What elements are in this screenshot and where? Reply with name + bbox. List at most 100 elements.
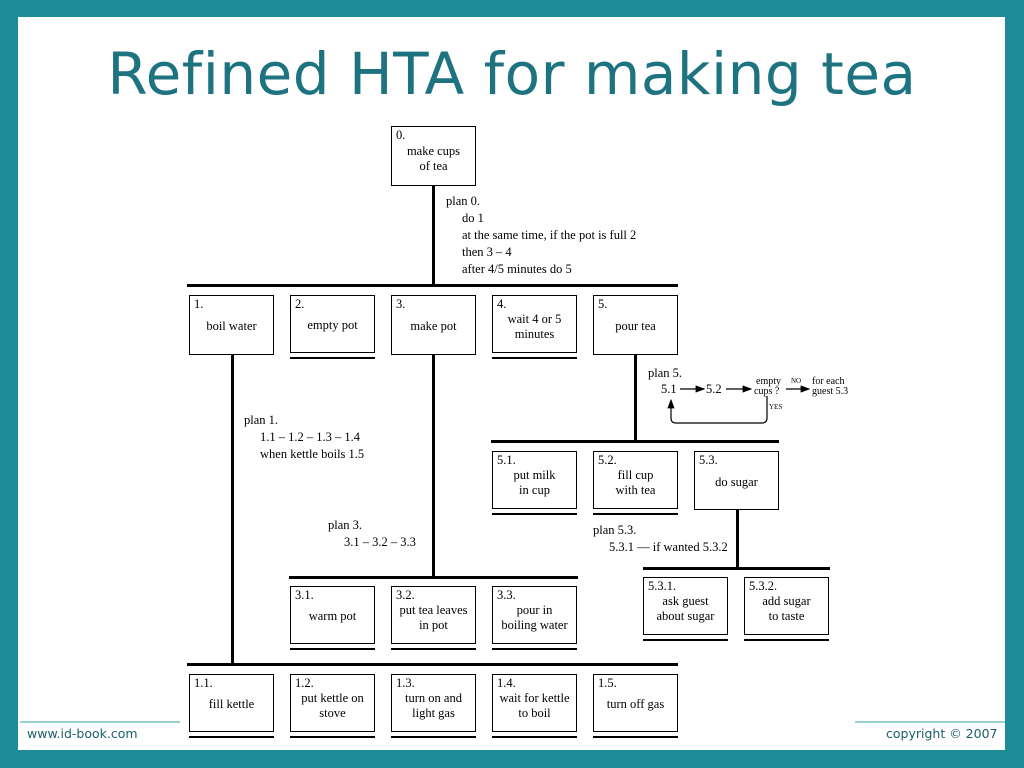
task-number: 5.3.1. bbox=[648, 579, 677, 593]
leaf-marker bbox=[492, 357, 577, 359]
task-box-1: 1. boil water bbox=[189, 295, 274, 355]
task-label: make cups of tea bbox=[406, 144, 461, 173]
task-box-5-3-1: 5.3.1. ask guest about sugar bbox=[643, 577, 728, 635]
plan-5-no: NO bbox=[791, 377, 802, 385]
footer-url[interactable]: www.id-book.com bbox=[27, 726, 138, 741]
plan-5-yes: YES bbox=[769, 403, 783, 411]
task-number: 5.3. bbox=[699, 453, 718, 467]
task-box-1-1: 1.1. fill kettle bbox=[189, 674, 274, 732]
task-label: empty pot bbox=[307, 318, 358, 332]
task-box-1-4: 1.4. wait for kettle to boil bbox=[492, 674, 577, 732]
leaf-marker bbox=[643, 639, 728, 641]
leaf-marker bbox=[391, 736, 476, 738]
task-number: 3. bbox=[396, 297, 406, 311]
leaf-marker bbox=[593, 513, 678, 515]
task-number: 5.1. bbox=[497, 453, 516, 467]
level3-bar-53 bbox=[643, 567, 830, 570]
task-label: do sugar bbox=[715, 474, 758, 489]
task-box-3-3: 3.3. pour in boiling water bbox=[492, 586, 577, 644]
footer-divider bbox=[855, 721, 1005, 723]
task-box-3: 3. make pot bbox=[391, 295, 476, 355]
task-box-0: 0. make cups of tea bbox=[391, 126, 476, 186]
task-number: 4. bbox=[497, 297, 507, 311]
level2-bar-3 bbox=[289, 576, 578, 579]
task-box-5-1: 5.1. put milk in cup bbox=[492, 451, 577, 509]
task-number: 2. bbox=[295, 297, 305, 311]
plan-1: plan 1. 1.1 – 1.2 – 1.3 – 1.4 when kettl… bbox=[244, 412, 364, 463]
task-label: pour in boiling water bbox=[501, 603, 568, 632]
footer-copyright: copyright © 2007 bbox=[886, 726, 998, 741]
level1-bar bbox=[187, 284, 678, 287]
task-number: 3.2. bbox=[396, 588, 415, 602]
plan-3: plan 3. 3.1 – 3.2 – 3.3 bbox=[328, 517, 416, 551]
task-number: 1.5. bbox=[598, 676, 617, 690]
task-label: put tea leaves in pot bbox=[399, 603, 468, 632]
plan-line: 3.1 – 3.2 – 3.3 bbox=[344, 535, 416, 549]
task-label: put milk in cup bbox=[513, 468, 556, 497]
task-number: 1.2. bbox=[295, 676, 314, 690]
task-label: pour tea bbox=[615, 319, 656, 333]
leaf-marker bbox=[744, 639, 829, 641]
task-number: 5.3.2. bbox=[749, 579, 778, 593]
task-number: 1.4. bbox=[497, 676, 516, 690]
task-box-3-1: 3.1. warm pot bbox=[290, 586, 375, 644]
leaf-marker bbox=[492, 513, 577, 515]
task-box-4: 4. wait 4 or 5 minutes bbox=[492, 295, 577, 353]
task-label: fill kettle bbox=[208, 697, 255, 711]
plan-5-end-2: guest 5.3 bbox=[812, 386, 849, 397]
leaf-marker bbox=[593, 736, 678, 738]
task-label: make pot bbox=[410, 319, 457, 333]
plan-line: when kettle boils 1.5 bbox=[260, 447, 365, 461]
plan-5-title: plan 5. bbox=[648, 366, 683, 380]
task-label: turn off gas bbox=[606, 697, 665, 711]
level2-bar-1 bbox=[187, 663, 678, 666]
task-number: 3.1. bbox=[295, 588, 314, 602]
task-box-5: 5. pour tea bbox=[593, 295, 678, 355]
task-label: turn on and light gas bbox=[405, 691, 462, 720]
connector-line bbox=[432, 185, 435, 287]
leaf-marker bbox=[492, 736, 577, 738]
task-box-2: 2. empty pot bbox=[290, 295, 375, 353]
task-number: 0. bbox=[396, 128, 406, 142]
task-box-5-3: 5.3. do sugar bbox=[694, 451, 779, 510]
plan-line: do 1 bbox=[462, 211, 484, 225]
plan-line: after 4/5 minutes do 5 bbox=[462, 262, 572, 276]
task-box-3-2: 3.2. put tea leaves in pot bbox=[391, 586, 476, 644]
connector-line bbox=[736, 509, 739, 569]
task-label: put kettle on stove bbox=[301, 691, 364, 720]
level2-bar-5 bbox=[491, 440, 779, 443]
plan-title: plan 1. bbox=[244, 413, 279, 427]
plan-0: plan 0. do 1 at the same time, if the po… bbox=[446, 193, 636, 278]
plan-title: plan 5.3. bbox=[593, 523, 637, 537]
leaf-marker bbox=[492, 648, 577, 650]
task-box-1-5: 1.5. turn off gas bbox=[593, 674, 678, 732]
plan-5-end-1: for each bbox=[812, 376, 845, 387]
task-box-5-3-2: 5.3.2. add sugar to taste bbox=[744, 577, 829, 635]
plan-line: at the same time, if the pot is full 2 bbox=[462, 228, 637, 242]
plan-5-question-1: empty bbox=[756, 376, 781, 387]
leaf-marker bbox=[290, 357, 375, 359]
plan-line: 1.1 – 1.2 – 1.3 – 1.4 bbox=[260, 430, 360, 444]
task-number: 5. bbox=[598, 297, 608, 311]
plan-line: then 3 – 4 bbox=[462, 245, 512, 259]
loop-arrow-icon bbox=[667, 396, 768, 424]
plan-5-start: 5.1 bbox=[661, 382, 677, 396]
task-label: ask guest about sugar bbox=[656, 594, 715, 623]
leaf-marker bbox=[391, 648, 476, 650]
task-number: 5.2. bbox=[598, 453, 617, 467]
plan-line: 5.3.1 — if wanted 5.3.2 bbox=[609, 540, 728, 554]
task-label: fill cup with tea bbox=[615, 468, 656, 497]
plan-5-question-2: cups ? bbox=[754, 386, 780, 397]
task-box-1-2: 1.2. put kettle on stove bbox=[290, 674, 375, 732]
plan-5-3: plan 5.3. 5.3.1 — if wanted 5.3.2 bbox=[593, 522, 728, 556]
connector-line bbox=[231, 354, 234, 665]
task-number: 1. bbox=[194, 297, 204, 311]
task-label: wait for kettle to boil bbox=[499, 691, 570, 720]
plan-title: plan 0. bbox=[446, 194, 481, 208]
task-label: warm pot bbox=[308, 609, 357, 623]
task-box-5-2: 5.2. fill cup with tea bbox=[593, 451, 678, 509]
task-label: add sugar to taste bbox=[762, 594, 811, 623]
slide-title: Refined HTA for making tea bbox=[107, 40, 917, 108]
task-number: 1.1. bbox=[194, 676, 213, 690]
